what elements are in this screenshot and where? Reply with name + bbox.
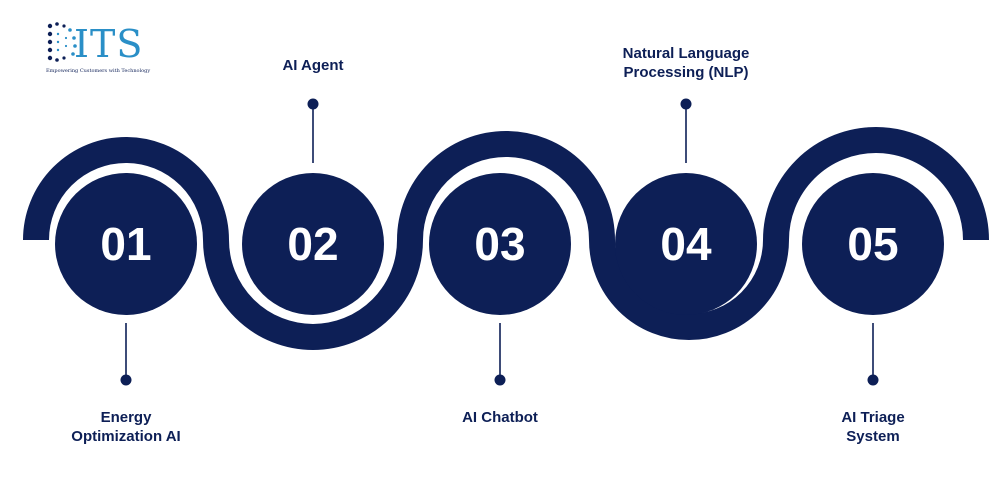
logo-mark-icon [47,22,77,62]
step-label-02: AI Agent [282,57,344,74]
step-circle-01 [55,173,197,315]
connector-dot-03 [494,374,506,386]
step-circle-02 [242,173,384,315]
step-number-04: 04 [660,218,712,270]
logo-wordmark: ITS [74,22,144,66]
connector-dot-01 [120,374,132,386]
logo-tagline: Empowering Customers with Technology [46,68,151,74]
step-circle-03 [429,173,571,315]
step-number-03: 03 [474,218,525,270]
step-label-03: AI Chatbot [462,409,538,426]
step-number-05: 05 [847,218,898,270]
step-label-05: AI Triage System [841,409,905,445]
step-circle-04 [615,173,757,315]
step-number-01: 01 [100,218,151,270]
connector-dot-05 [867,374,879,386]
wave-band [23,127,989,350]
connector-dot-04 [680,98,692,110]
logo: ITS Empowering Customers with Technology [44,18,164,78]
step-circle-05 [802,173,944,315]
step-label-04: Natural Language Processing (NLP) [622,45,750,81]
step-label-01: Energy Optimization AI [71,409,181,445]
step-number-02: 02 [287,218,338,270]
connector-dot-02 [307,98,319,110]
